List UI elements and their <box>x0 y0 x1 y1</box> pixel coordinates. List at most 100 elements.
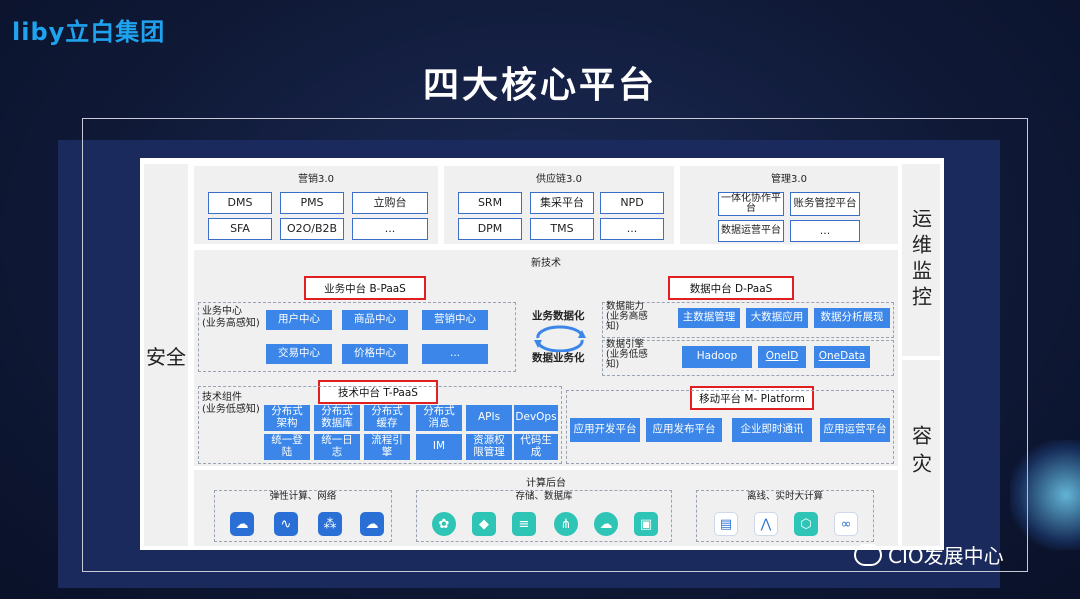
infinity-icon: ∞ <box>834 512 858 536</box>
frame-outline <box>82 118 1028 572</box>
compute-section: 计算后台 弹性计算、网络 ☁ ∿ ⁂ ☁ 存储、数据库 ✿ ◆ ≡ ⋔ ☁ ▣ … <box>194 470 898 546</box>
tech-item: IM <box>416 434 462 460</box>
data-engine-oneid: OneID <box>758 346 806 368</box>
management-section: 管理3.0 一体化协作平台 账务管控平台 数据运营平台 ... <box>680 166 898 244</box>
watermark: CIO发展中心 <box>854 540 1004 569</box>
new-tech-title: 新技术 <box>531 258 561 269</box>
mobile-item: 企业即时通讯 <box>732 418 812 442</box>
compute-group-elastic <box>214 490 392 542</box>
marketing-item: PMS <box>280 192 344 214</box>
marketing-item: ... <box>352 218 428 240</box>
mobile-platform-group <box>566 390 894 464</box>
new-tech-section: 新技术 业务中台 B-PaaS 业务中心 (业务高感知) 用户中心 商品中心 营… <box>194 250 898 466</box>
cloud-icon: ☁ <box>230 512 254 536</box>
data-ability-label: 数据能力 (业务高感 知) <box>606 301 648 332</box>
management-item: 数据运营平台 <box>718 220 784 242</box>
tech-item: 流程引 擎 <box>364 434 410 460</box>
b-paas-header: 业务中台 B-PaaS <box>304 276 426 300</box>
compute-group-storage-label: 存储、数据库 <box>515 491 573 502</box>
marketing-section: 营销3.0 DMS PMS 立购台 SFA O2O/B2B ... <box>194 166 438 244</box>
supply-chain-title: 供应链3.0 <box>536 174 582 185</box>
marketing-item: SFA <box>208 218 272 240</box>
architecture-diagram: 安全 运维监控 容灾 营销3.0 DMS PMS 立购台 SFA O2O/B2B… <box>140 158 944 550</box>
supply-item: DPM <box>458 218 522 240</box>
data-ability-item: 主数据管理 <box>678 308 740 328</box>
tech-item: 分布式 缓存 <box>364 405 410 431</box>
ops-monitor-label: 运维监控 <box>908 208 933 312</box>
data-ability-group <box>602 302 894 338</box>
supply-item: NPD <box>600 192 664 214</box>
sync-bottom-label: 数据业务化 <box>532 352 585 364</box>
biz-item-trade-center: 交易中心 <box>266 344 332 364</box>
marketing-item: DMS <box>208 192 272 214</box>
compute-group-bigdata <box>696 490 874 542</box>
management-title: 管理3.0 <box>771 174 807 185</box>
data-engine-hadoop: Hadoop <box>682 346 752 368</box>
stack-icon: ≡ <box>512 512 536 536</box>
decorative-glow <box>1010 440 1080 550</box>
cloud-share-icon: ☁ <box>360 512 384 536</box>
tech-item: DevOps <box>514 405 558 431</box>
security-column: 安全 <box>144 164 188 546</box>
compute-group-bigdata-label: 离线、实时大计算 <box>746 491 823 502</box>
supply-item: 集采平台 <box>530 192 594 214</box>
biz-item-marketing-center: 营销中心 <box>422 310 488 330</box>
data-engine-group <box>602 340 894 376</box>
tech-item: 分布式 架构 <box>264 405 310 431</box>
tech-component-label: 技术组件 (业务低感知) <box>202 392 260 415</box>
mobile-item: 应用开发平台 <box>570 418 640 442</box>
biz-item-more: ... <box>422 344 488 364</box>
data-ability-item: 数据分析展现 <box>814 308 890 328</box>
liby-logo: liby立白集团 <box>12 18 166 46</box>
supply-item: TMS <box>530 218 594 240</box>
tech-item: 统一日 志 <box>314 434 360 460</box>
data-engine-label: 数据引擎 (业务低感 知) <box>606 339 648 370</box>
pulse-icon: ⋀ <box>754 512 778 536</box>
marketing-title: 营销3.0 <box>298 174 334 185</box>
management-item: ... <box>790 220 860 242</box>
tech-component-group <box>198 386 562 464</box>
supply-item: ... <box>600 218 664 240</box>
data-ability-item: 大数据应用 <box>746 308 808 328</box>
tech-item: 分布式 消息 <box>416 405 462 431</box>
marketing-item: 立购台 <box>352 192 428 214</box>
sync-cycle-icon <box>534 325 586 352</box>
tech-item: 分布式 数据库 <box>314 405 360 431</box>
tech-item: 统一登 陆 <box>264 434 310 460</box>
cluster-icon: ✿ <box>432 512 456 536</box>
supply-item: SRM <box>458 192 522 214</box>
cloud-data-icon: ☁ <box>594 512 618 536</box>
d-paas-header: 数据中台 D-PaaS <box>668 276 794 300</box>
biz-item-price-center: 价格中心 <box>342 344 408 364</box>
hexagon-icon: ⬡ <box>794 512 818 536</box>
supply-chain-section: 供应链3.0 SRM 集采平台 NPD DPM TMS ... <box>444 166 674 244</box>
marketing-item: O2O/B2B <box>280 218 344 240</box>
biz-item-product-center: 商品中心 <box>342 310 408 330</box>
image-icon: ▣ <box>634 512 658 536</box>
mobile-item: 应用发布平台 <box>646 418 722 442</box>
business-center-label: 业务中心 (业务高感知) <box>202 306 260 329</box>
compute-group-elastic-label: 弹性计算、网络 <box>269 491 337 502</box>
disaster-recovery-label: 容灾 <box>908 425 933 481</box>
tech-item: APIs <box>466 405 512 431</box>
compute-group-storage <box>416 490 672 542</box>
wave-icon: ∿ <box>274 512 298 536</box>
mobile-item: 应用运营平台 <box>820 418 890 442</box>
biz-item-user-center: 用户中心 <box>266 310 332 330</box>
share-icon: ⋔ <box>554 512 578 536</box>
server-icon: ▤ <box>714 512 738 536</box>
layer-icon: ◆ <box>472 512 496 536</box>
ops-monitor-column: 运维监控 <box>902 164 940 356</box>
security-label: 安全 <box>146 344 186 369</box>
data-engine-onedata: OneData <box>814 346 870 368</box>
compute-title: 计算后台 <box>526 478 566 489</box>
disaster-recovery-column: 容灾 <box>902 360 940 546</box>
sync-top-label: 业务数据化 <box>532 310 585 322</box>
watermark-text: CIO发展中心 <box>888 544 1004 568</box>
page-title: 四大核心平台 <box>422 65 657 106</box>
wechat-icon <box>854 543 882 566</box>
tech-item: 资源权 限管理 <box>466 434 512 460</box>
network-icon: ⁂ <box>318 512 342 536</box>
tech-item: 代码生 成 <box>514 434 558 460</box>
management-item: 一体化协作平台 <box>718 192 784 216</box>
